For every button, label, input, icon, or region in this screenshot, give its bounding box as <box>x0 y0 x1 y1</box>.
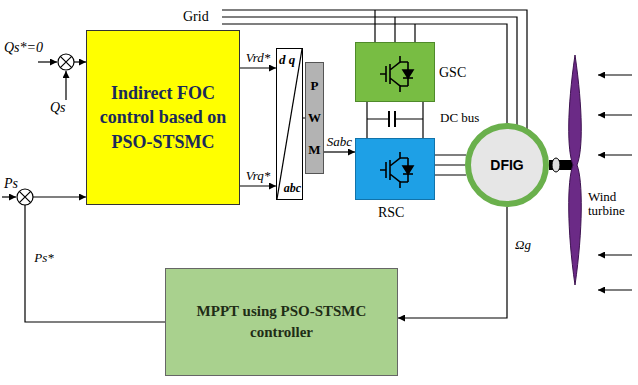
signal-connector <box>25 197 165 322</box>
text-label: Qs*=0 <box>4 40 43 55</box>
node-text: P W M <box>308 70 321 166</box>
igbt-symbol <box>378 54 418 94</box>
grid-side-converter: GSC <box>355 42 435 102</box>
text-label: Qs <box>50 100 66 115</box>
igbt-symbol <box>378 150 418 190</box>
node-text: MPPT using PSO-STSMC controller <box>192 301 371 343</box>
node-text: RSC <box>378 205 404 221</box>
signal-label: Vrq* <box>245 169 272 183</box>
signal-connector <box>398 207 507 318</box>
node-text: GSC <box>439 65 466 81</box>
signal-connector <box>240 67 276 68</box>
signal-label: Ωg <box>514 238 532 252</box>
dq-abc-transform: d q abc <box>276 48 303 200</box>
mppt-box: MPPT using PSO-STSMC controller <box>165 268 398 376</box>
rotor-side-converter: RSC <box>355 138 435 200</box>
node-text: abc <box>284 181 301 196</box>
signal-connector <box>240 185 276 186</box>
signal-label: Sabc <box>326 135 353 149</box>
signal-connector <box>435 155 466 175</box>
wind-turbine <box>549 55 632 290</box>
transform-diagonal <box>277 49 302 199</box>
sum-junctions <box>17 54 74 205</box>
control-box: Indirect FOC control based on PSO-STSMC <box>86 30 240 205</box>
signal-label: Vrd* <box>245 51 272 65</box>
text-label: DC bus <box>440 111 479 125</box>
grid-wires <box>222 10 527 150</box>
node-text: d q <box>279 52 295 68</box>
signal-connector <box>324 151 355 152</box>
signal-connector <box>366 102 367 138</box>
signal-label: Ps* <box>33 251 55 265</box>
text-label: Ps <box>4 176 18 191</box>
dfig-machine: DFIG <box>465 123 549 207</box>
pwm-block: P W M <box>305 62 324 174</box>
reference-lines <box>2 62 86 197</box>
text-label: Grid <box>183 9 209 24</box>
text-label: Wind turbine <box>588 190 636 219</box>
node-text: Indirect FOC control based on PSO-STSMC <box>95 81 231 154</box>
node-text: DFIG <box>490 157 523 173</box>
